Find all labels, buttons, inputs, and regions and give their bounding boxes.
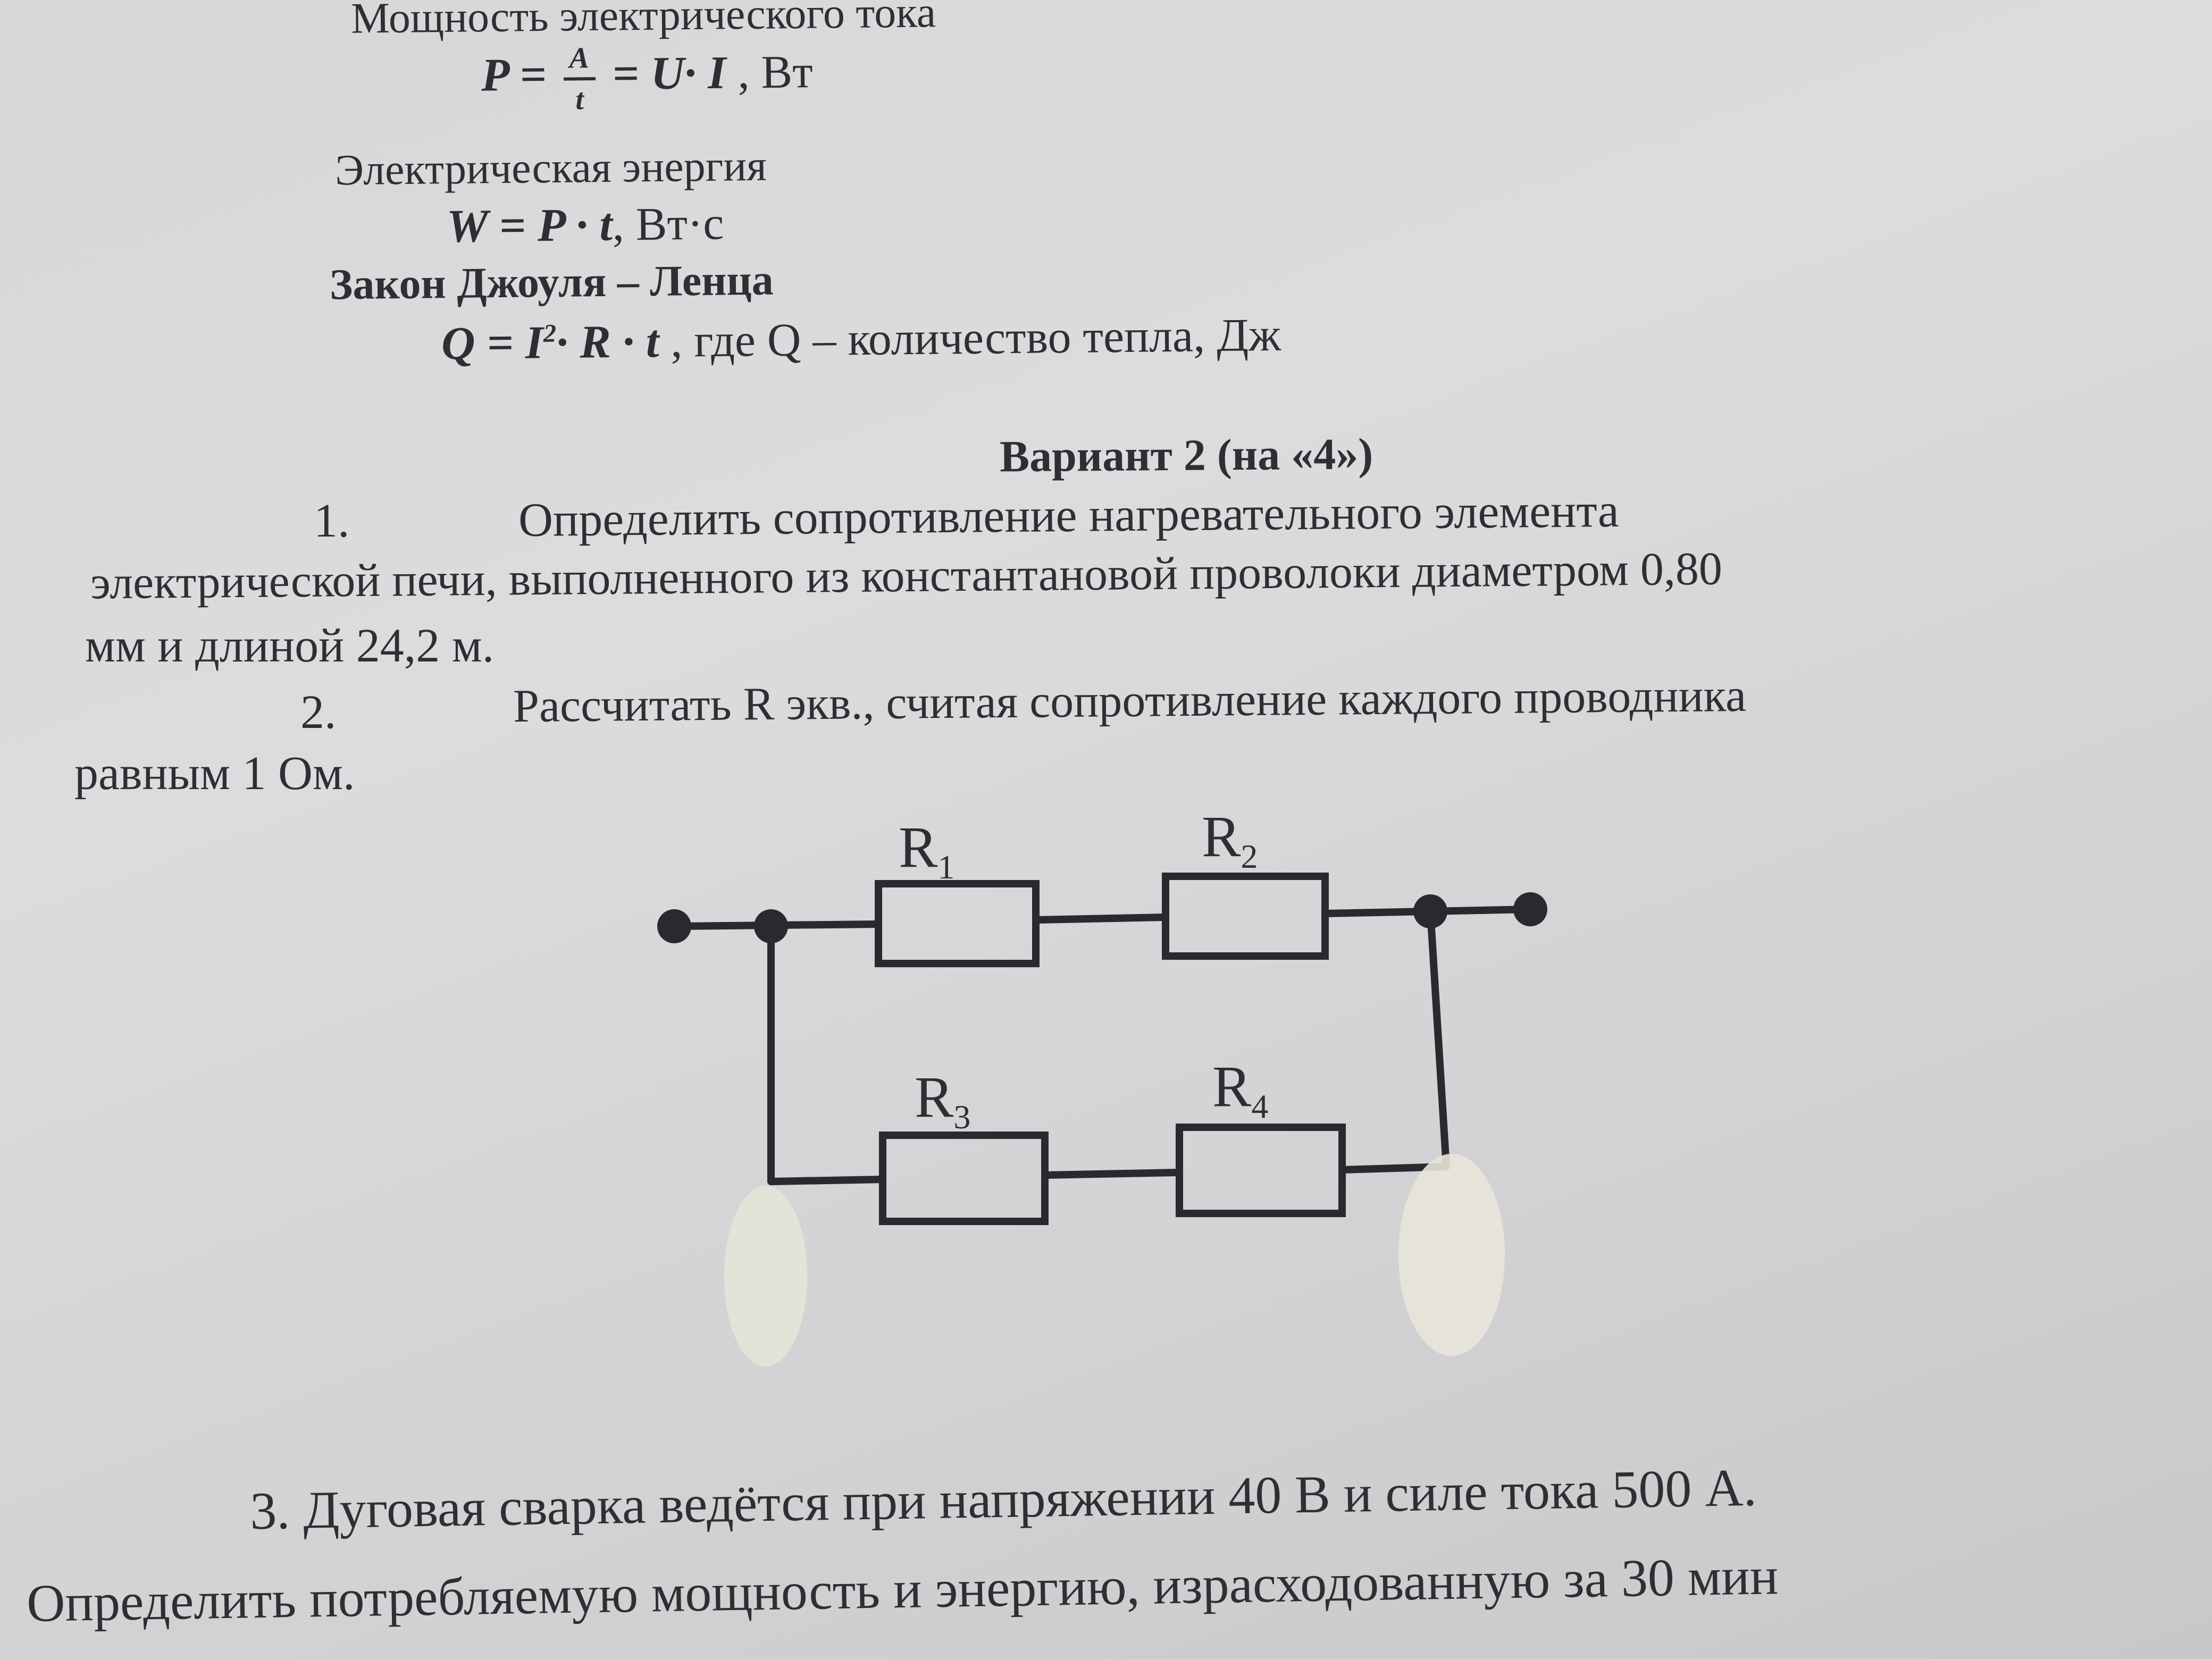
- wire-right-vertical: [1427, 908, 1450, 1170]
- r1-label: R1: [899, 815, 954, 886]
- node-right: [1413, 894, 1447, 928]
- paint-blotch-left: [724, 1186, 807, 1367]
- task1-number: 1.: [314, 495, 350, 547]
- terminal-right: [1513, 892, 1547, 926]
- node-left: [754, 909, 788, 943]
- task2-number: 2.: [300, 686, 337, 739]
- paint-blotch-right: [1398, 1154, 1505, 1356]
- task1-line3: мм и длиной 24,2 м.: [85, 619, 495, 672]
- wire-bottom-left: [767, 1176, 885, 1185]
- wire-bottom-middle: [1041, 1169, 1182, 1179]
- terminal-left: [657, 909, 691, 943]
- resistor-r1: [875, 880, 1040, 967]
- resistor-r3: [879, 1132, 1049, 1225]
- r3-label: R3: [915, 1065, 970, 1136]
- r4-label: R4: [1212, 1054, 1268, 1125]
- wire-top-middle: [1032, 914, 1168, 924]
- task2-line2: равным 1 Ом.: [74, 747, 355, 800]
- resistor-r2: [1162, 873, 1329, 960]
- resistor-r4: [1176, 1124, 1346, 1217]
- r2-label: R2: [1202, 804, 1258, 875]
